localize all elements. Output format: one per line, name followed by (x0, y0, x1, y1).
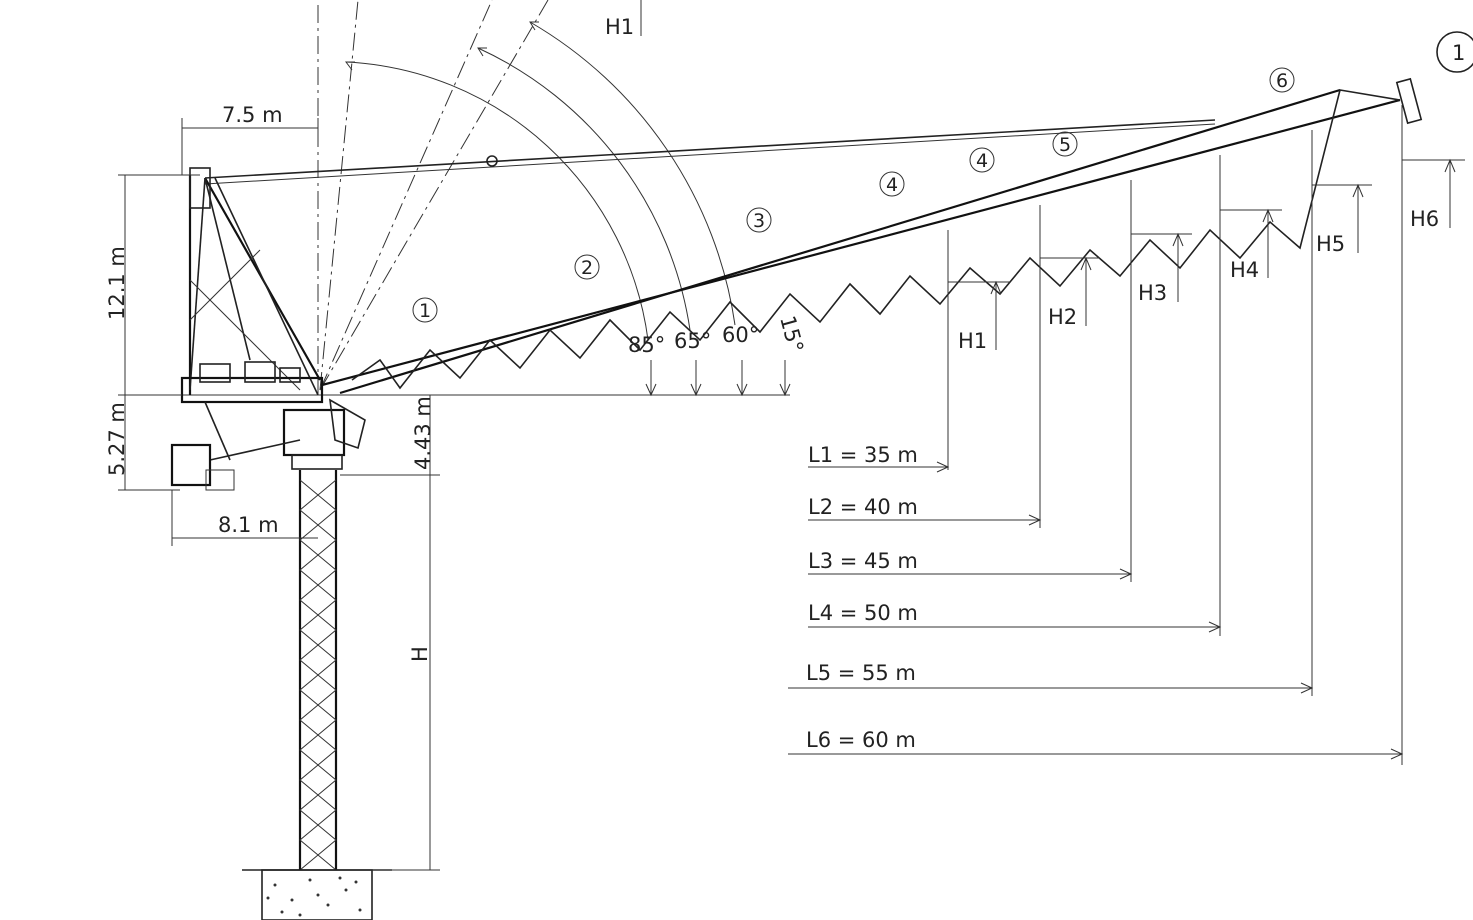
radius-l2-label: L2 = 40 m (808, 495, 918, 519)
cab-height-dim: 4.43 m (411, 396, 435, 470)
luffing-pendant (204, 119, 1216, 185)
a-frame-structure (180, 167, 324, 404)
lattice-tower (298, 470, 338, 871)
dimension-8-1: 8.1 m (171, 490, 318, 546)
radius-l1-label: L1 = 35 m (808, 443, 918, 467)
dimension-5-27: 5.27 m (105, 395, 180, 491)
a-frame-height-dim: 12.1 m (105, 246, 129, 320)
dimension-7-5: 7.5 m (181, 103, 319, 175)
top-height-marker: H1 (605, 0, 642, 39)
sheet-number: 1 (1452, 41, 1465, 65)
height-h1-label: H1 (958, 329, 987, 353)
dimension-4-43: 4.43 m (340, 395, 440, 476)
height-h6-label: H6 (1410, 207, 1439, 231)
sheet-number-marker: 1 (1436, 31, 1473, 73)
radius-l3: L3 = 45 m H3 (808, 180, 1192, 582)
jib-counter-dim: 7.5 m (222, 103, 283, 127)
counterweight-radius-dim: 8.1 m (218, 513, 279, 537)
lattice-jib (321, 77, 1423, 395)
angle-60-label: 60° (722, 323, 759, 347)
angle-85-label: 85° (628, 333, 665, 357)
radius-l2: L2 = 40 m H2 (808, 205, 1100, 528)
radius-l3-label: L3 = 45 m (808, 549, 918, 573)
radius-l4-label: L4 = 50 m (808, 601, 918, 625)
height-h4-label: H4 (1230, 258, 1259, 282)
radius-l1: L1 = 35 m H1 (808, 230, 1010, 473)
radius-l5: L5 = 55 m H5 (788, 130, 1372, 696)
foundation-block (242, 869, 392, 920)
jib-section-6: 6 (1276, 70, 1288, 92)
height-h3-label: H3 (1138, 281, 1167, 305)
jib-section-3: 3 (753, 210, 765, 232)
radius-l4: L4 = 50 m H4 (808, 155, 1282, 636)
angle-15-label: 15° (775, 313, 808, 355)
jib-section-5: 5 (1059, 134, 1071, 156)
slewing-unit (170, 398, 366, 491)
luffing-angle-lines (317, 0, 736, 395)
angle-arrows (645, 360, 791, 397)
dimension-12-1: 12.1 m (105, 174, 200, 396)
height-h5-label: H5 (1316, 232, 1345, 256)
jib-section-4b: 4 (976, 150, 988, 172)
jib-section-4a: 4 (886, 174, 898, 196)
radius-l5-label: L5 = 55 m (806, 661, 916, 685)
slew-height-dim: 5.27 m (105, 402, 129, 476)
jib-section-markers: 1 2 3 4 4 5 6 (412, 67, 1295, 323)
radius-l6: L6 = 60 m H6 (788, 105, 1465, 765)
jib-section-1: 1 (419, 300, 431, 322)
top-height-label: H1 (605, 15, 634, 39)
jib-section-2: 2 (581, 257, 593, 279)
height-h2-label: H2 (1048, 305, 1077, 329)
tower-height-dim: H (408, 646, 432, 662)
dimension-tower-h: H (340, 475, 440, 871)
radius-l6-label: L6 = 60 m (806, 728, 916, 752)
